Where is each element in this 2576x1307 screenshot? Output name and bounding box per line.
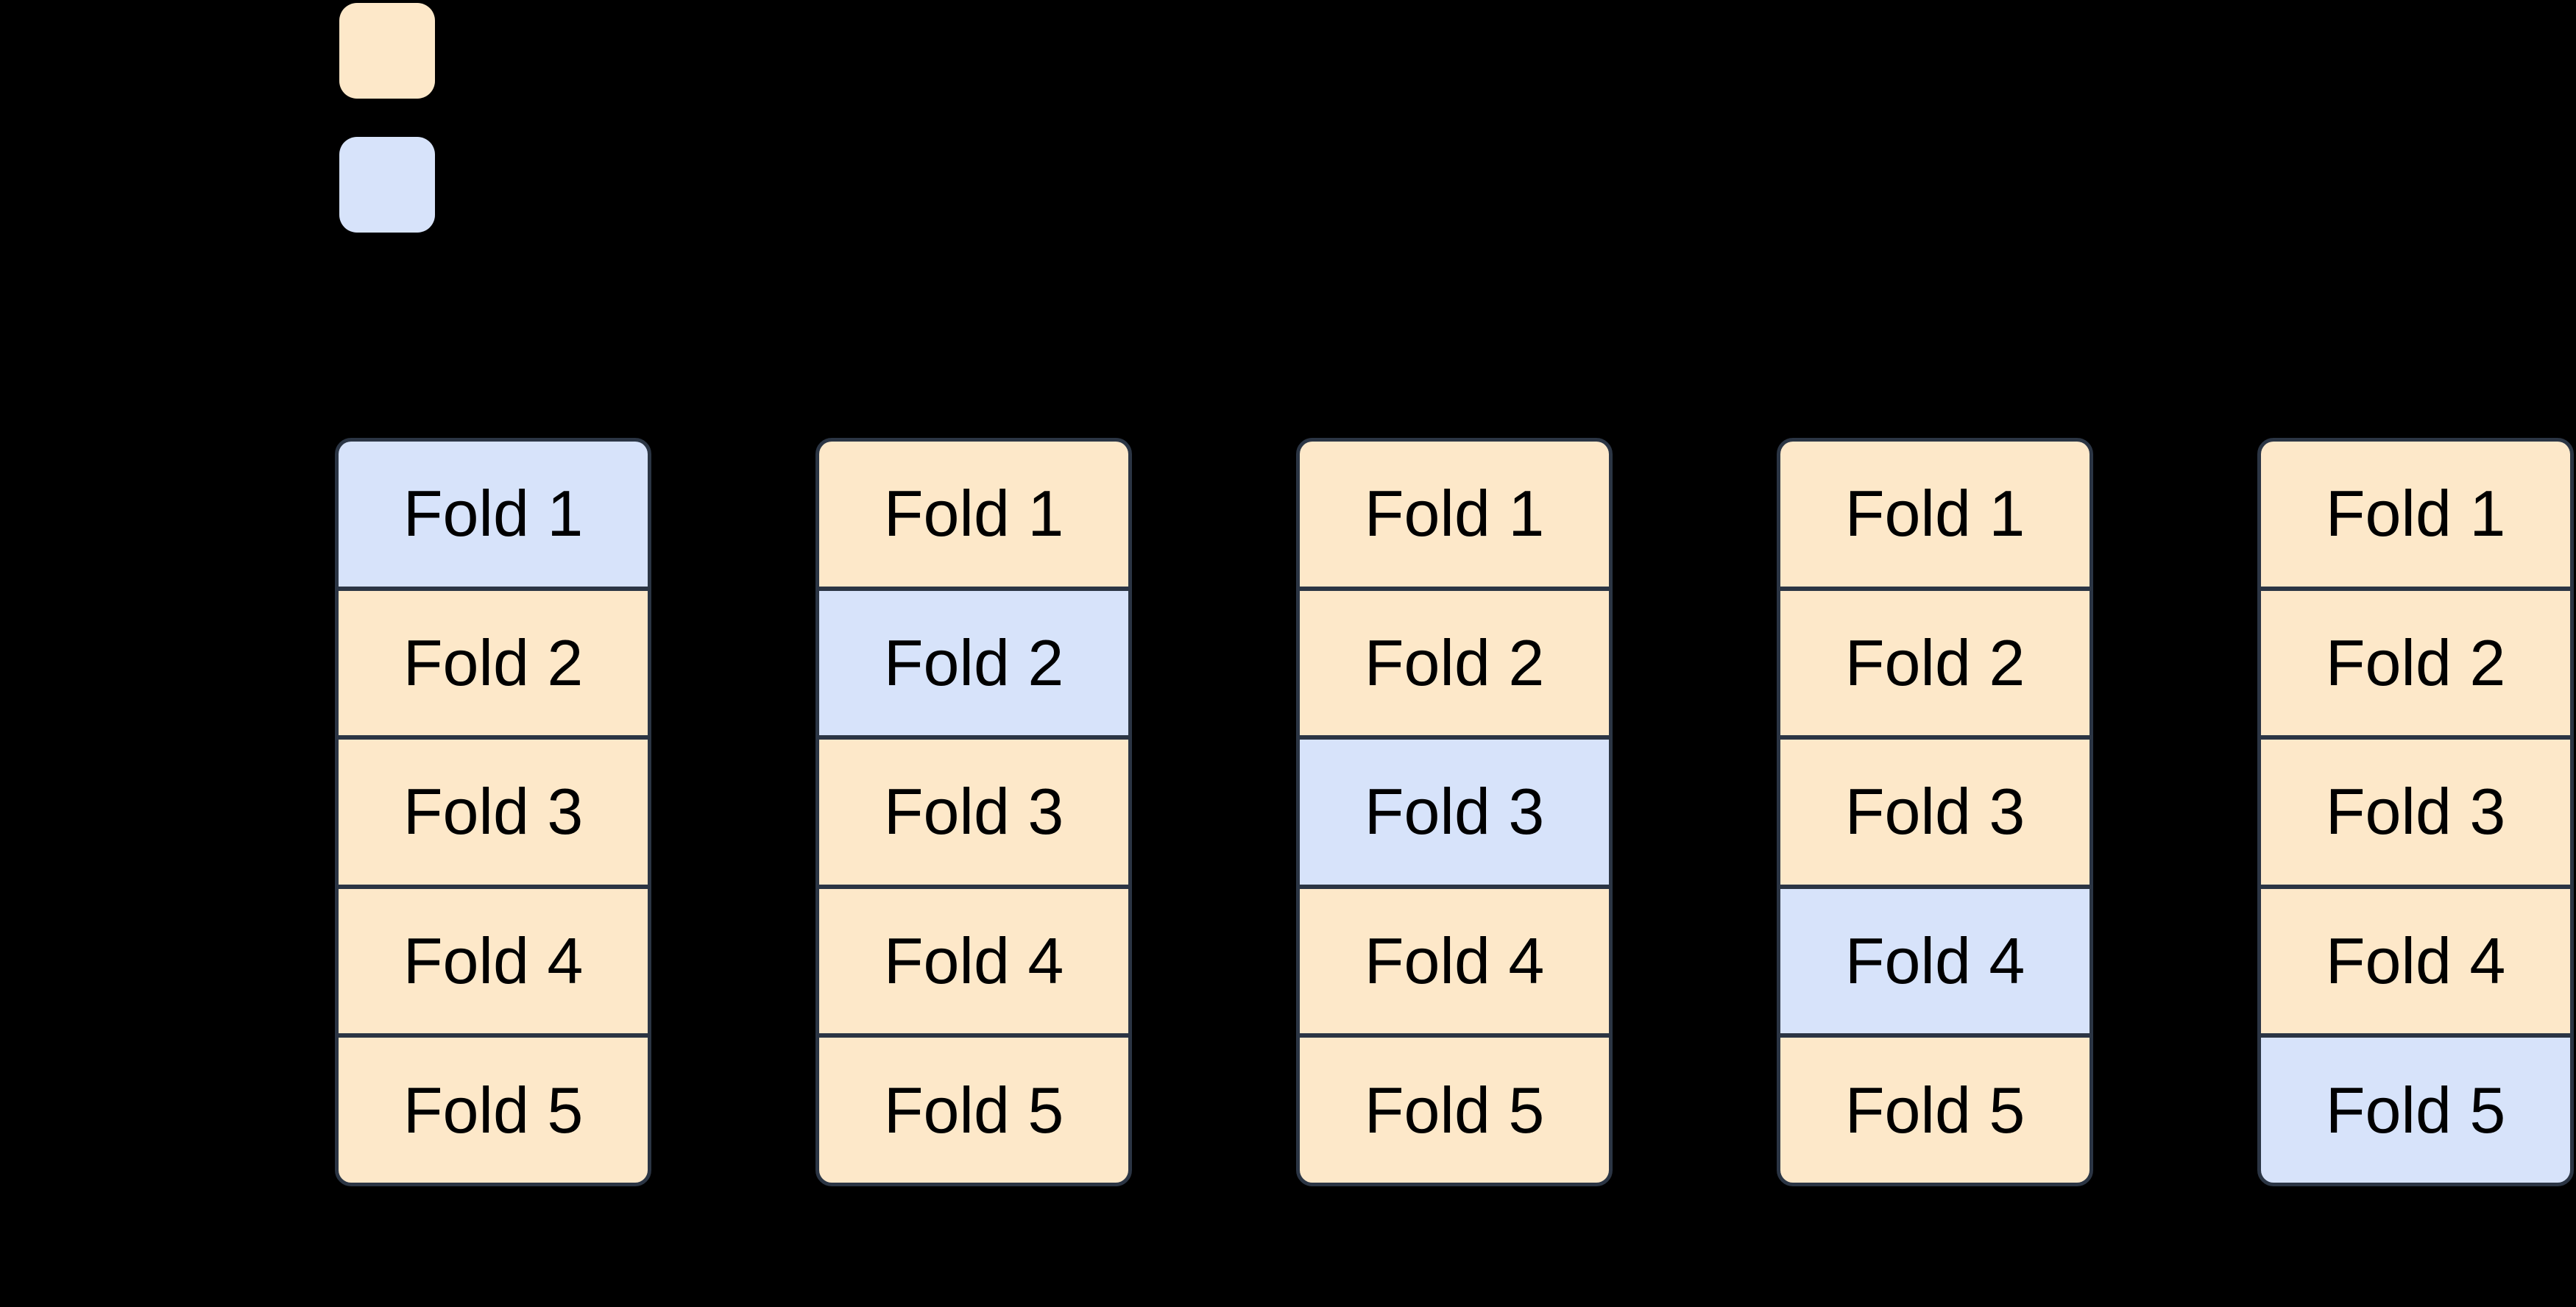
fold-cell: Fold 3 xyxy=(1300,735,1609,885)
train-swatch xyxy=(339,3,435,99)
fold-cell: Fold 1 xyxy=(339,442,648,587)
fold-column-5: Fold 1 Fold 2 Fold 3 Fold 4 Fold 5 xyxy=(2257,438,2574,1186)
fold-cell: Fold 2 xyxy=(819,586,1128,736)
fold-cell: Fold 2 xyxy=(1780,586,2090,736)
fold-cell: Fold 1 xyxy=(2261,442,2570,587)
fold-cell: Fold 2 xyxy=(339,586,648,736)
fold-cell: Fold 4 xyxy=(2261,884,2570,1034)
fold-column-1: Fold 1 Fold 2 Fold 3 Fold 4 Fold 5 xyxy=(335,438,651,1186)
fold-cell: Fold 5 xyxy=(2261,1033,2570,1183)
fold-cell: Fold 4 xyxy=(339,884,648,1034)
fold-cell: Fold 2 xyxy=(2261,586,2570,736)
validation-swatch xyxy=(339,137,435,233)
fold-cell: Fold 5 xyxy=(1780,1033,2090,1183)
fold-cell: Fold 5 xyxy=(819,1033,1128,1183)
fold-cell: Fold 3 xyxy=(2261,735,2570,885)
fold-cell: Fold 1 xyxy=(1300,442,1609,587)
fold-cell: Fold 5 xyxy=(339,1033,648,1183)
fold-cell: Fold 4 xyxy=(1300,884,1609,1034)
fold-cell: Fold 1 xyxy=(1780,442,2090,587)
legend xyxy=(339,3,435,233)
fold-column-2: Fold 1 Fold 2 Fold 3 Fold 4 Fold 5 xyxy=(815,438,1132,1186)
fold-cell: Fold 1 xyxy=(819,442,1128,587)
fold-cell: Fold 4 xyxy=(1780,884,2090,1034)
fold-cell: Fold 3 xyxy=(1780,735,2090,885)
fold-cell: Fold 2 xyxy=(1300,586,1609,736)
folds-grid: Fold 1 Fold 2 Fold 3 Fold 4 Fold 5 Fold … xyxy=(335,438,2576,1186)
fold-cell: Fold 5 xyxy=(1300,1033,1609,1183)
fold-cell: Fold 3 xyxy=(339,735,648,885)
fold-column-3: Fold 1 Fold 2 Fold 3 Fold 4 Fold 5 xyxy=(1296,438,1613,1186)
fold-cell: Fold 4 xyxy=(819,884,1128,1034)
fold-column-4: Fold 1 Fold 2 Fold 3 Fold 4 Fold 5 xyxy=(1777,438,2093,1186)
fold-cell: Fold 3 xyxy=(819,735,1128,885)
